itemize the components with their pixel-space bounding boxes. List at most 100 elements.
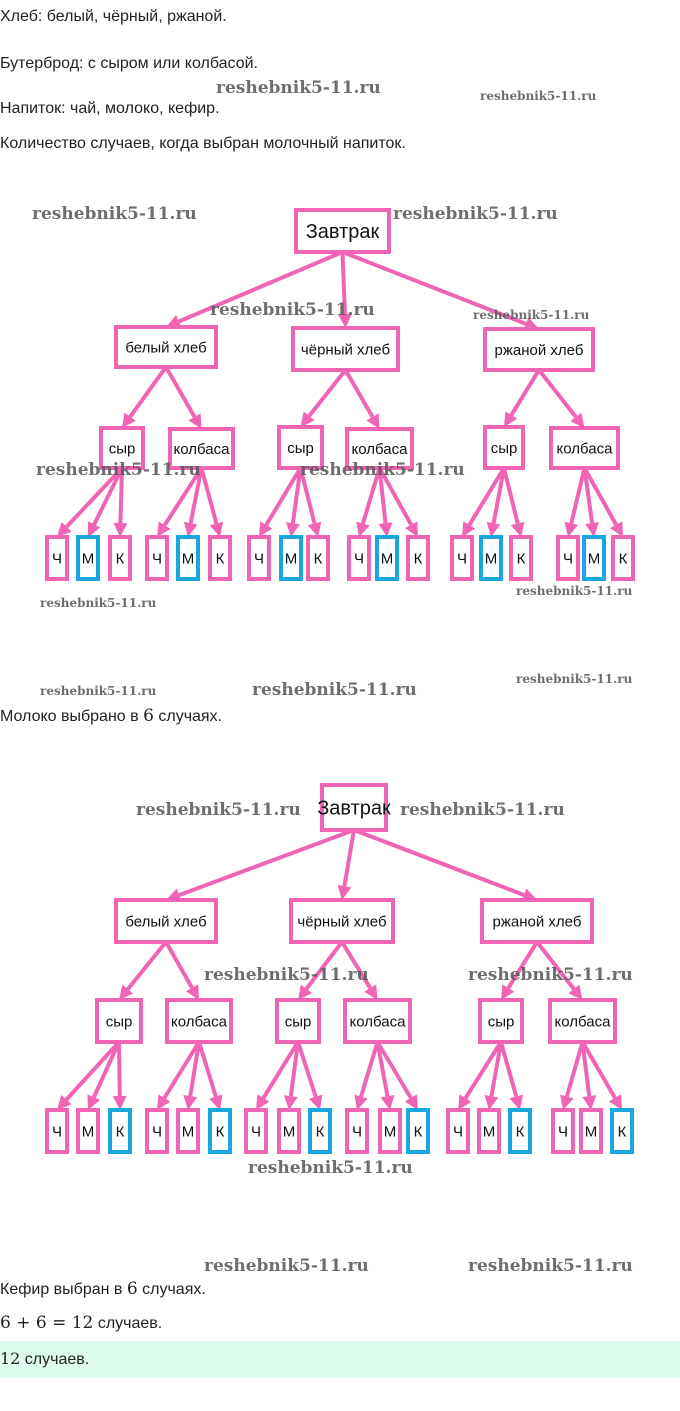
- drink-node: К: [508, 1108, 532, 1154]
- filling-node-label: сыр: [109, 440, 136, 457]
- filling-node: сыр: [478, 998, 524, 1044]
- edge-arrow: [342, 829, 356, 887]
- filling-node: колбаса: [549, 426, 620, 470]
- edge-arrow: [91, 1041, 121, 1099]
- bread-node-label: ржаной хлеб: [493, 913, 582, 930]
- drink-node-label: М: [483, 1123, 496, 1140]
- arrowhead-icon: [610, 521, 623, 537]
- arrowhead-icon: [298, 984, 313, 1000]
- drink-node-label: М: [82, 550, 95, 567]
- drink-node-label: Ч: [52, 550, 62, 567]
- arrowhead-icon: [259, 521, 273, 537]
- edge-arrow: [296, 1041, 318, 1098]
- drink-node: М: [176, 535, 200, 581]
- arrowhead-icon: [568, 984, 583, 1000]
- drink-node: К: [306, 535, 330, 581]
- drink-node-label: К: [619, 550, 628, 567]
- answer-box: 12 случаев.: [0, 1341, 680, 1378]
- watermark: reshebnik5-11.ru: [473, 308, 590, 322]
- edge-arrow: [564, 1041, 585, 1098]
- edge-arrow: [569, 467, 587, 524]
- drink-node: Ч: [244, 1108, 268, 1154]
- arrowhead-icon: [356, 521, 370, 537]
- drink-node: Ч: [446, 1108, 470, 1154]
- arrowhead-icon: [337, 313, 352, 328]
- arrowhead-icon: [256, 1094, 270, 1110]
- root-node-label: Завтрак: [306, 221, 380, 243]
- drink-node-label: Ч: [52, 1123, 62, 1140]
- filling-node: сыр: [99, 426, 145, 470]
- drink-node-label: М: [182, 550, 195, 567]
- watermark: reshebnik5-11.ru: [516, 672, 633, 686]
- edge-arrow: [341, 250, 527, 326]
- watermark: reshebnik5-11.ru: [210, 300, 375, 320]
- arrowhead-icon: [185, 984, 199, 1000]
- root-node: Завтрак: [294, 208, 391, 254]
- edge-arrow: [290, 467, 303, 524]
- bread-node: белый хлеб: [114, 325, 218, 369]
- drink-node-label: К: [216, 1123, 225, 1140]
- arrowhead-icon: [378, 522, 393, 537]
- filling-node-label: колбаса: [350, 1013, 407, 1030]
- watermark: reshebnik5-11.ru: [36, 460, 201, 480]
- filling-node-label: колбаса: [174, 441, 231, 458]
- edge-arrow: [463, 1040, 503, 1100]
- drink-node: Ч: [450, 535, 474, 581]
- drink-node: М: [579, 1108, 603, 1154]
- drink-node-label: К: [316, 1123, 325, 1140]
- drink-node: Ч: [551, 1108, 575, 1154]
- drink-node: К: [208, 1108, 232, 1154]
- arrowhead-icon: [283, 1095, 298, 1110]
- bread-node: ржаной хлеб: [480, 898, 594, 944]
- drink-node-label: М: [182, 1123, 195, 1140]
- edge-arrow: [188, 467, 204, 524]
- arrowhead-icon: [380, 1094, 395, 1110]
- edge-arrow: [535, 940, 576, 991]
- arrowhead-icon: [57, 522, 72, 537]
- edge-arrow: [117, 1041, 122, 1097]
- bread-node: чёрный хлеб: [291, 326, 400, 372]
- drink-node: М: [375, 535, 399, 581]
- arrowhead-icon: [209, 521, 224, 537]
- root-node: Завтрак: [317, 783, 391, 832]
- watermark: reshebnik5-11.ru: [468, 1256, 633, 1276]
- drink-node-label: Ч: [251, 1123, 261, 1140]
- arrowhead-icon: [183, 521, 198, 537]
- watermark: reshebnik5-11.ru: [32, 204, 197, 224]
- edge-arrow: [359, 1041, 380, 1098]
- edge-arrow: [197, 1041, 218, 1098]
- watermark: reshebnik5-11.ru: [252, 680, 417, 700]
- drink-node-label: Ч: [152, 550, 162, 567]
- bread-node: ржаной хлеб: [483, 327, 595, 372]
- edge-arrow: [264, 466, 303, 527]
- bread-line: Хлеб: белый, чёрный, ржаной.: [0, 8, 227, 25]
- filling-node: колбаса: [165, 998, 233, 1044]
- edge-arrow: [491, 467, 506, 524]
- edge-arrow: [298, 467, 317, 524]
- filling-node-label: сыр: [106, 1013, 133, 1030]
- sum-line: 6 + 6 = 12 случаев.: [0, 1313, 163, 1333]
- arrowhead-icon: [57, 1094, 72, 1110]
- edge-arrow: [188, 1041, 201, 1097]
- edge-arrow: [64, 1040, 121, 1102]
- root-node-label: Завтрак: [317, 798, 391, 820]
- drink-node-label: Ч: [352, 1123, 362, 1140]
- watermark: reshebnik5-11.ru: [393, 204, 558, 224]
- arrowhead-icon: [560, 1094, 574, 1110]
- question-line: Количество случаев, когда выбран молочны…: [0, 135, 406, 152]
- watermark: reshebnik5-11.ru: [40, 684, 157, 698]
- arrowhead-icon: [87, 1094, 101, 1110]
- drink-node-label: К: [216, 550, 225, 567]
- drink-node: М: [277, 1108, 301, 1154]
- drink-node: К: [108, 535, 132, 581]
- drink-node: К: [208, 535, 232, 581]
- arrowhead-icon: [166, 315, 182, 328]
- arrowhead-icon: [112, 1095, 127, 1110]
- drink-node: М: [479, 535, 503, 581]
- edge-arrow: [467, 466, 506, 527]
- watermark: reshebnik5-11.ru: [204, 1256, 369, 1276]
- drink-node-label: К: [618, 1123, 627, 1140]
- watermark: reshebnik5-11.ru: [248, 1158, 413, 1178]
- edge-arrow: [65, 466, 124, 529]
- edge-arrow: [261, 1040, 300, 1100]
